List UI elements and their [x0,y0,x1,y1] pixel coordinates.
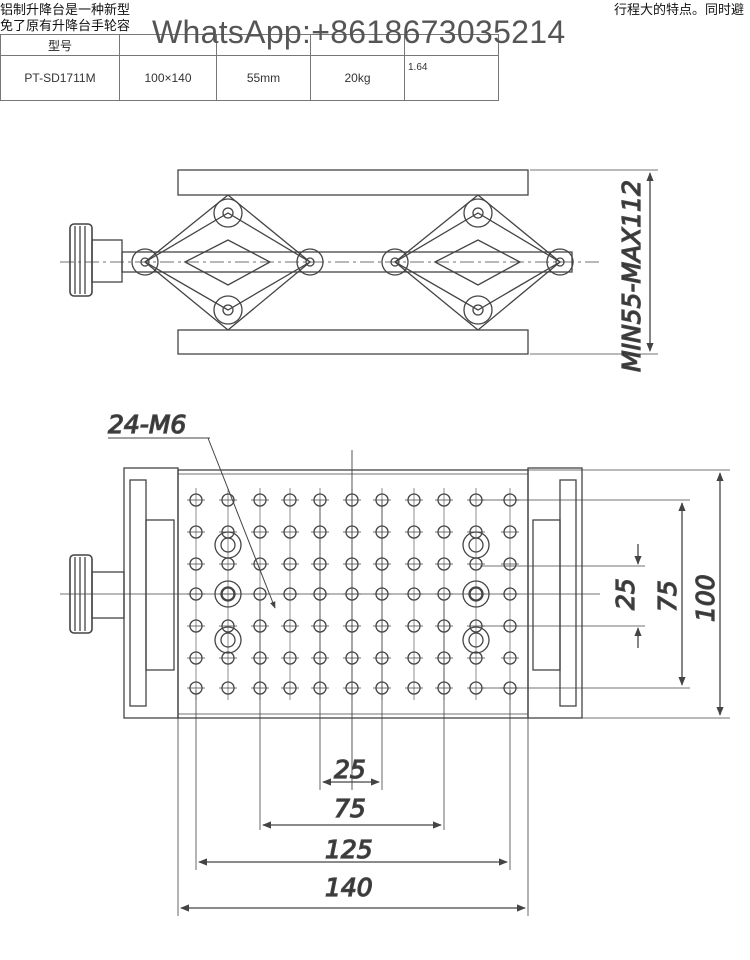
scissor-left [131,194,324,331]
top-plate [177,169,529,196]
cell-travel: 55mm [216,55,311,101]
dim-140: 140 [325,873,373,902]
dim-75-horizontal: 75 [334,794,366,823]
intro-text-line-1: 铝制升降台是一种新型 [0,2,131,17]
intro-text-line-1-right: 行程大的特点。同时避 [613,2,744,17]
cell-table-size: 100×140 [119,55,217,101]
side-view: MIN55-MAX112 [60,169,658,373]
spec-table-row: PT-SD1711M 100×140 55mm 20kg 1.64 [0,55,499,101]
height-range-label: MIN55-MAX112 [617,180,646,372]
right-end-block [527,467,583,719]
dim-25-horizontal: 25 [334,755,366,784]
top-view: 24-M6 100 75 [60,409,730,916]
cell-model: PT-SD1711M [0,55,120,101]
hole-spec-label: 24-M6 [108,410,186,439]
watermark: WhatsApp:+8618673035214 [152,14,566,50]
left-end-block [123,467,179,719]
dim-100: 100 [691,574,720,622]
spec-table: 型号 PT-SD1711M 100×140 55mm 20kg 1.64 [0,34,499,101]
lead-screw [121,251,573,273]
intro-text-line-2: 免了原有升降台手轮容 [0,18,131,33]
header-model: 型号 [0,34,120,56]
technical-drawing: MIN55-MAX112 24-M6 100 [60,169,730,916]
spec-table-header-row: 型号 [0,34,499,56]
cell-weight: 1.64 [404,55,499,101]
cell-load: 20kg [310,55,405,101]
bottom-plate [177,329,529,355]
dim-25-vertical: 25 [611,578,640,610]
knob-icon [69,223,123,297]
scissor-right [381,194,574,331]
dim-125: 125 [325,835,373,864]
dim-75-vertical: 75 [653,580,682,612]
